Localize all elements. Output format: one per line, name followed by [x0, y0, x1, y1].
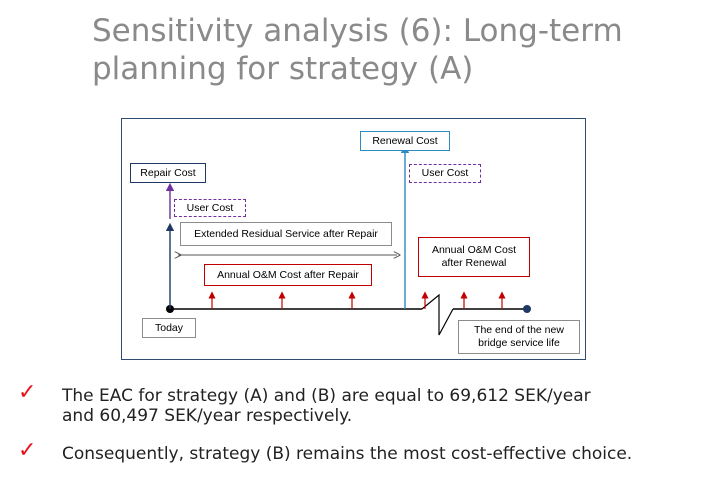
annual-om-renewal-line-2: after Renewal	[441, 257, 507, 269]
today-text: Today	[154, 321, 184, 334]
diagram-graphics	[165, 144, 531, 336]
repair-cost-text: Repair Cost	[140, 166, 196, 179]
bullet-eac-text: The EAC for strategy (A) and (B) are equ…	[62, 386, 702, 426]
timeline-end-dot	[523, 305, 531, 313]
bullet-eac-line-2: and 60,497 SEK/year respectively.	[62, 406, 353, 426]
bullet-eac-line-1: The EAC for strategy (A) and (B) are equ…	[62, 386, 591, 406]
user-cost-renewal-text: User Cost	[421, 167, 469, 179]
annual-om-renewal-line-1: Annual O&M Cost	[431, 244, 517, 256]
today-label: Today	[142, 318, 196, 338]
renewal-cost-text: Renewal Cost	[372, 134, 438, 147]
slide-title-line-2: planning for strategy (A)	[92, 51, 474, 87]
slide-title: Sensitivity analysis (6): Long-term plan…	[92, 12, 692, 88]
annual-om-repair-text: Annual O&M Cost after Repair	[217, 268, 359, 281]
annual-om-renewal-label: Annual O&M Cost after Renewal	[418, 237, 530, 277]
bullet-conclusion-line-1: Consequently, strategy (B) remains the m…	[62, 444, 633, 464]
repair-cost-label: Repair Cost	[130, 163, 206, 183]
renewal-cost-label: Renewal Cost	[360, 131, 450, 151]
extended-residual-text: Extended Residual Service after Repair	[194, 227, 378, 240]
user-cost-renewal-label: User Cost	[409, 164, 481, 183]
extended-residual-label: Extended Residual Service after Repair	[180, 222, 392, 246]
check-mark-icon: ✓	[18, 438, 37, 463]
annual-om-repair-label: Annual O&M Cost after Repair	[204, 264, 372, 286]
cost-timeline-diagram: Repair Cost User Cost Extended Residual …	[121, 118, 586, 360]
user-cost-repair-text: User Cost	[186, 201, 234, 214]
slide-title-line-1: Sensitivity analysis (6): Long-term	[92, 13, 623, 49]
user-cost-repair-label: User Cost	[174, 199, 246, 217]
end-of-service-life-line-1: The end of the new	[474, 324, 564, 336]
end-of-service-life-label: The end of the new bridge service life	[458, 320, 580, 354]
timeline-break	[421, 293, 454, 336]
bullet-conclusion-text: Consequently, strategy (B) remains the m…	[62, 444, 702, 464]
check-mark-icon: ✓	[18, 380, 37, 405]
end-of-service-life-line-2: bridge service life	[478, 337, 560, 349]
